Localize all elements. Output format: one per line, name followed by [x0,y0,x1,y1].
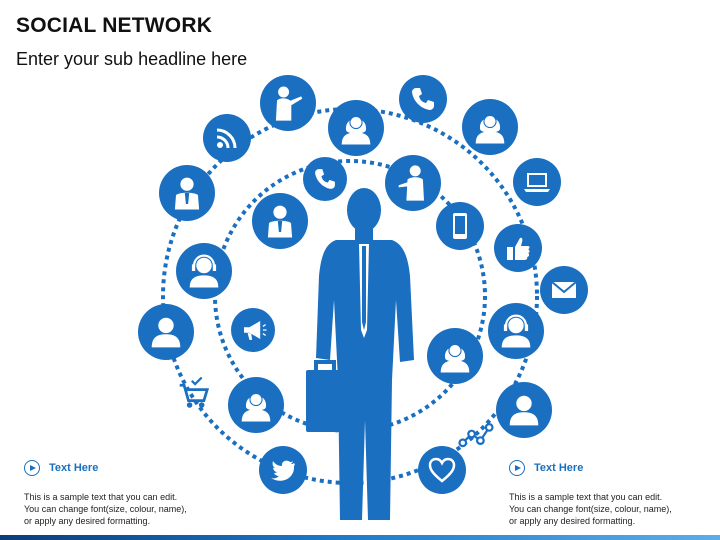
inner-icon-phone [303,157,347,201]
outer-icon-woman-2 [228,377,284,433]
play-circle-icon [509,460,525,476]
outer-icon-woman-1 [462,99,518,155]
share-network-icon [458,423,494,448]
outer-icon-share [458,423,494,448]
businessman-silhouette [306,188,414,520]
inner-icon-megaphone [231,308,275,352]
text-block-line: This is a sample text that you can edit. [509,492,663,502]
bottom-accent-bar [0,535,720,540]
text-block-heading-row: Text Here [509,460,709,476]
outer-icon-mail [540,266,588,314]
outer-icon-person-pointing [260,75,316,131]
outer-icon-phone [399,75,447,123]
outer-icon-laptop [513,158,561,206]
outer-icon-businesswoman [159,165,215,221]
text-block-left: Text Here This is a sample text that you… [24,460,224,527]
text-block-heading: Text Here [49,462,99,474]
page-title: SOCIAL NETWORK [16,14,213,37]
outer-icon-rss [203,114,251,162]
text-block-heading: Text Here [534,462,584,474]
outer-icon-man [496,382,552,438]
outer-icon-support [488,303,544,359]
play-circle-icon [24,460,40,476]
text-block-line: or apply any desired formatting. [24,516,151,526]
outer-icon-heart [418,446,466,494]
inner-icon-mobile [436,202,484,250]
text-block-right: Text Here This is a sample text that you… [509,460,709,527]
text-block-body: This is a sample text that you can edit.… [509,491,709,527]
inner-icon-headset [176,243,232,299]
outer-icon-twitter [259,446,307,494]
outer-icon-woman-curly [328,100,384,156]
text-block-line: This is a sample text that you can edit. [24,492,178,502]
envelope-icon [551,281,577,299]
text-block-body: This is a sample text that you can edit.… [24,491,224,527]
outer-icon-bald-man [138,304,194,360]
outer-icon-thumb [494,224,542,272]
text-block-line: You can change font(size, colour, name), [24,504,187,514]
smartphone-icon [453,213,467,239]
text-block-heading-row: Text Here [24,460,224,476]
inner-icon-businessman [252,193,308,249]
page-subtitle: Enter your sub headline here [16,49,248,69]
inner-icon-presenting [385,155,441,211]
text-block-line: or apply any desired formatting. [509,516,636,526]
inner-icon-woman-1 [427,328,483,384]
text-block-line: You can change font(size, colour, name), [509,504,672,514]
